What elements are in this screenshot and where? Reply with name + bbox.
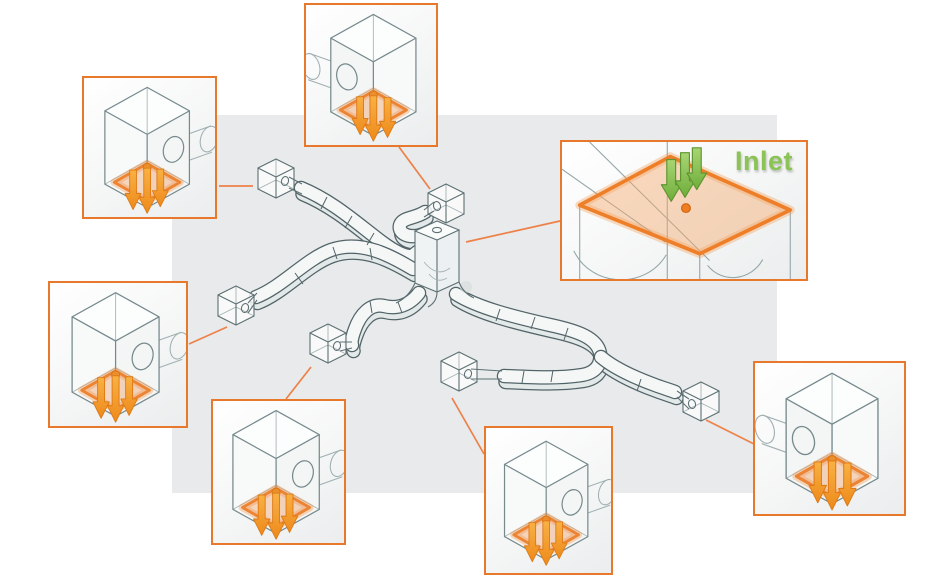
outlet-cube-graphic [306,5,436,145]
leader-middle-left [188,326,228,345]
callout-inlet: Inlet [560,140,808,281]
leader-top-center [398,146,431,190]
inlet-column [395,220,475,308]
callout-outlet-bottom-left [211,399,346,545]
callout-outlet-top-center [304,3,438,147]
callout-outlet-bottom-center [484,426,613,575]
inlet-face-graphic [562,142,795,279]
outlet-cube-graphic [50,283,186,426]
outlet-cube-graphic [755,363,904,514]
inlet-port-dot [680,203,691,214]
inlet-port-hole [431,226,443,234]
callout-outlet-right [753,361,906,516]
outlet-cube-graphic [84,78,215,217]
outlet-cube-graphic [486,428,611,573]
callout-outlet-middle-left [48,281,188,428]
duct-segment-ticks [294,196,642,392]
inlet-arrows-icon [660,147,708,202]
callout-outlet-upper-left [82,76,217,219]
leader-bottom-left [285,366,312,400]
leader-lines [188,146,755,455]
leader-right [705,419,755,445]
leader-bottom-center [451,397,485,455]
leader-inlet [465,220,561,243]
inlet-label: Inlet [734,146,793,176]
manifold-ducts [256,188,677,398]
manifold-outlet-cubes [217,158,720,422]
outlet-cube-graphic [213,401,344,543]
